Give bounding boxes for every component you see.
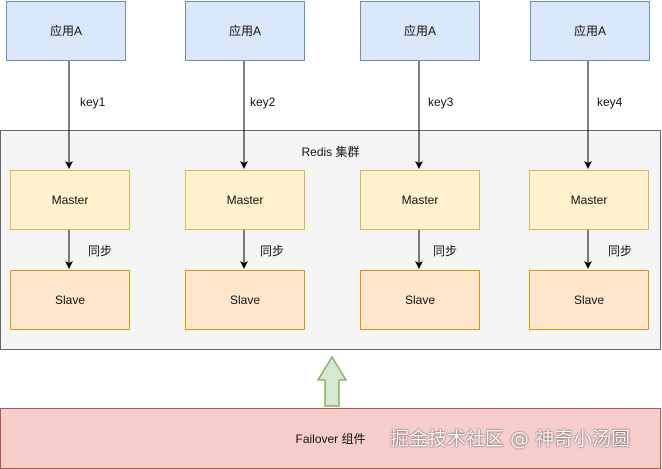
key-label-3: key3 (428, 95, 454, 109)
master-label: Master (401, 193, 439, 207)
master-label: Master (570, 193, 608, 207)
failover-up-arrow (316, 355, 348, 407)
redis-cluster-label: Redis 集群 (301, 145, 360, 159)
sync-label-2: 同步 (260, 244, 285, 258)
slave-label: Slave (54, 293, 86, 307)
slave-node-2: Slave (185, 270, 305, 330)
master-label: Master (226, 193, 264, 207)
app-box-4: 应用A (530, 1, 650, 61)
key-label-4: key4 (597, 95, 623, 109)
app-label: 应用A (228, 24, 261, 38)
app-label: 应用A (573, 24, 606, 38)
master-label: Master (51, 193, 89, 207)
failover-label: Failover 组件 (295, 432, 366, 446)
slave-node-3: Slave (360, 270, 480, 330)
sync-label-1: 同步 (88, 244, 113, 258)
master-node-4: Master (529, 170, 649, 230)
master-node-2: Master (185, 170, 305, 230)
app-box-3: 应用A (360, 1, 480, 61)
app-box-1: 应用A (6, 1, 126, 61)
sync-label-3: 同步 (433, 244, 458, 258)
sync-label-4: 同步 (608, 244, 633, 258)
master-node-3: Master (360, 170, 480, 230)
slave-label: Slave (573, 293, 605, 307)
app-label: 应用A (403, 24, 436, 38)
watermark-text: 掘金技术社区 @ 神奇小汤圆 (390, 428, 631, 450)
slave-node-4: Slave (529, 270, 649, 330)
failover-component: Failover 组件 (0, 408, 661, 469)
key-label-1: key1 (80, 95, 106, 109)
app-label: 应用A (49, 24, 82, 38)
key-label-2: key2 (250, 95, 276, 109)
master-node-1: Master (10, 170, 130, 230)
app-box-2: 应用A (185, 1, 305, 61)
slave-node-1: Slave (10, 270, 130, 330)
slave-label: Slave (404, 293, 436, 307)
slave-label: Slave (229, 293, 261, 307)
